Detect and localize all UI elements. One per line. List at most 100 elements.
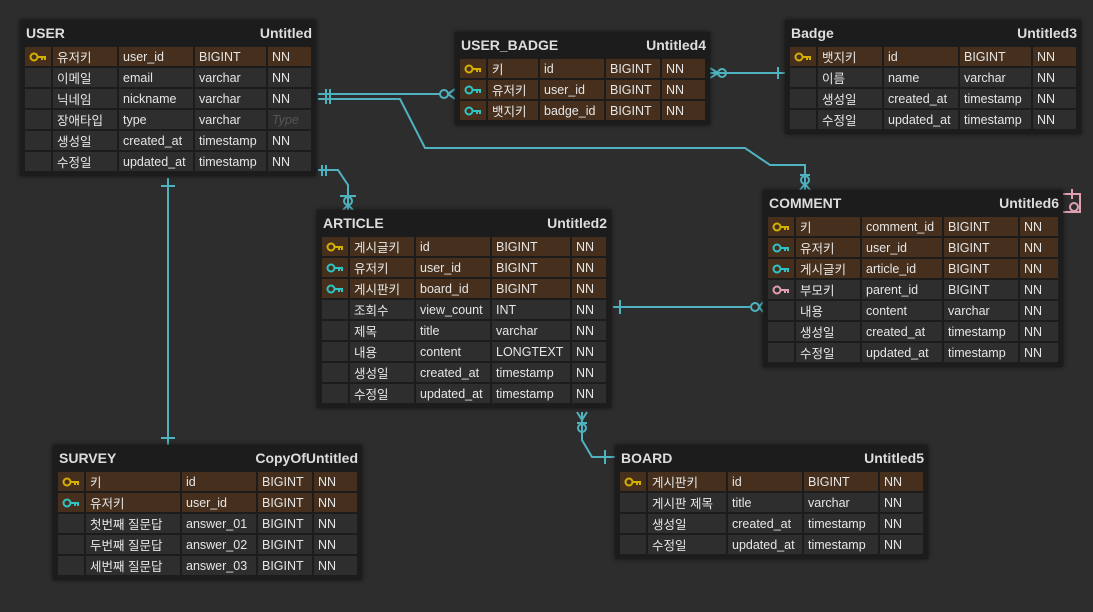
column-type[interactable]: BIGINT [258,472,312,491]
column-type[interactable]: timestamp [804,514,878,533]
nn-flag[interactable]: NN [314,556,357,575]
logical-name[interactable]: 생성일 [350,363,414,382]
column-name[interactable]: parent_id [862,280,942,299]
column-name[interactable]: nickname [119,89,193,108]
nn-flag[interactable]: NN [1020,322,1058,341]
logical-name[interactable]: 수정일 [53,152,117,171]
table-row[interactable]: 생성일 created_at timestamp NN [789,88,1077,109]
column-type[interactable]: BIGINT [258,556,312,575]
nn-flag[interactable]: NN [1033,89,1076,108]
logical-name[interactable]: 게시판 제목 [648,493,726,512]
table-row[interactable]: 유저키 user_id BIGINT NN [57,492,358,513]
column-name[interactable]: updated_at [862,343,942,362]
table-row[interactable]: 유저키 user_id BIGINT NN [459,79,706,100]
column-name[interactable]: comment_id [862,217,942,236]
nn-flag[interactable]: NN [314,535,357,554]
column-type[interactable]: varchar [195,110,266,129]
nn-flag[interactable]: NN [880,514,923,533]
column-type[interactable]: BIGINT [606,59,660,78]
logical-name[interactable]: 유저키 [488,80,538,99]
column-name[interactable]: content [416,342,490,361]
column-name[interactable]: created_at [862,322,942,341]
column-name[interactable]: user_id [119,47,193,66]
column-name[interactable]: user_id [416,258,490,277]
table-row[interactable]: 게시판키 id BIGINT NN [619,471,924,492]
column-name[interactable]: badge_id [540,101,604,120]
logical-name[interactable]: 생성일 [53,131,117,150]
column-type[interactable]: BIGINT [804,472,878,491]
column-type[interactable]: BIGINT [944,238,1018,257]
column-type[interactable]: BIGINT [944,280,1018,299]
table-row[interactable]: 부모키 parent_id BIGINT NN [767,279,1059,300]
column-type[interactable]: timestamp [944,322,1018,341]
table-row[interactable]: 게시판키 board_id BIGINT NN [321,278,607,299]
logical-name[interactable]: 게시글키 [796,259,860,278]
column-name[interactable]: user_id [540,80,604,99]
table-row[interactable]: 유저키 user_id BIGINT NN [321,257,607,278]
column-name[interactable]: created_at [119,131,193,150]
column-type[interactable]: BIGINT [492,279,570,298]
nn-flag[interactable]: NN [572,384,606,403]
column-type[interactable]: timestamp [195,152,266,171]
nn-flag[interactable]: NN [314,514,357,533]
column-type[interactable]: varchar [960,68,1031,87]
column-name[interactable]: created_at [884,89,958,108]
column-name[interactable]: created_at [728,514,802,533]
logical-name[interactable]: 유저키 [86,493,180,512]
column-type[interactable]: timestamp [492,384,570,403]
nn-flag[interactable]: NN [1033,47,1076,66]
nn-flag[interactable]: NN [1020,343,1058,362]
table-row[interactable]: 게시판 제목 title varchar NN [619,492,924,513]
logical-name[interactable]: 장애타입 [53,110,117,129]
column-type[interactable]: BIGINT [944,217,1018,236]
table-row[interactable]: 뱃지키 id BIGINT NN [789,46,1077,67]
logical-name[interactable]: 수정일 [818,110,882,129]
nn-flag[interactable]: NN [268,68,311,87]
table-row[interactable]: 생성일 created_at timestamp NN [619,513,924,534]
table-row[interactable]: 이메일 email varchar NN [24,67,312,88]
nn-flag[interactable]: NN [572,342,606,361]
column-type[interactable]: BIGINT [944,259,1018,278]
nn-flag[interactable]: NN [1020,238,1058,257]
logical-name[interactable]: 생성일 [796,322,860,341]
nn-flag[interactable]: NN [314,472,357,491]
column-type[interactable]: timestamp [944,343,1018,362]
column-type[interactable]: INT [492,300,570,319]
table-row[interactable]: 제목 title varchar NN [321,320,607,341]
column-name[interactable]: id [416,237,490,256]
table-row[interactable]: 키 id BIGINT NN [57,471,358,492]
column-name[interactable]: updated_at [728,535,802,554]
nn-flag[interactable]: NN [662,59,705,78]
column-name[interactable]: answer_01 [182,514,256,533]
table-row[interactable]: 두번째 질문답 answer_02 BIGINT NN [57,534,358,555]
nn-flag[interactable]: NN [314,493,357,512]
logical-name[interactable]: 제목 [350,321,414,340]
column-type[interactable]: timestamp [804,535,878,554]
table-row[interactable]: 게시글키 id BIGINT NN [321,236,607,257]
nn-flag[interactable]: NN [572,363,606,382]
column-name[interactable]: view_count [416,300,490,319]
column-type[interactable]: BIGINT [606,80,660,99]
column-name[interactable]: updated_at [119,152,193,171]
column-type[interactable]: LONGTEXT [492,342,570,361]
column-type[interactable]: BIGINT [195,47,266,66]
column-name[interactable]: updated_at [884,110,958,129]
column-name[interactable]: updated_at [416,384,490,403]
logical-name[interactable]: 유저키 [350,258,414,277]
nn-flag[interactable]: Type [268,110,311,129]
nn-flag[interactable]: NN [268,152,311,171]
table-row[interactable]: 이름 name varchar NN [789,67,1077,88]
table-row[interactable]: 내용 content LONGTEXT NN [321,341,607,362]
column-type[interactable]: BIGINT [258,535,312,554]
table-row[interactable]: 생성일 created_at timestamp NN [321,362,607,383]
nn-flag[interactable]: NN [572,258,606,277]
nn-flag[interactable]: NN [662,80,705,99]
